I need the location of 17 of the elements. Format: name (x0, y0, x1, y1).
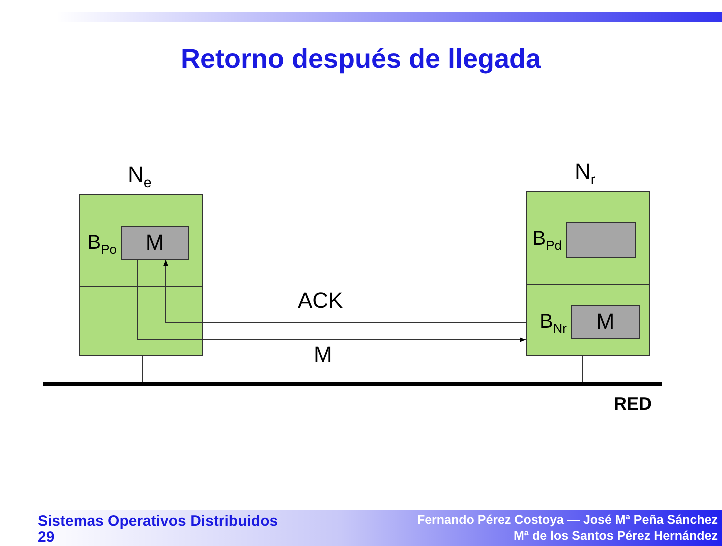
buffer-name: B$_{Po}$ (88, 233, 117, 256)
buffer-name: B$_{Nr}$ (540, 312, 567, 335)
footer-text: Fernando Pérez Costoya — José Mª Peña Sánchez (417, 514, 718, 526)
edge-label: M (314, 342, 332, 368)
buffer-content: M (596, 309, 615, 335)
node-name: N$_{r}$ (575, 161, 596, 188)
network-name: RED (614, 394, 652, 415)
buffer-content: M (146, 230, 164, 256)
node-name: N$_{e}$ (128, 164, 152, 191)
slide-title: Retorno después de llegada (180, 44, 542, 75)
arrow (164, 260, 526, 324)
page-number: 29 (38, 530, 55, 545)
footer-text: Sistemas Operativos Distribuidos (38, 514, 278, 529)
buffer-name: B$_{Pd}$ (532, 229, 562, 252)
edge-label: ACK (298, 288, 344, 314)
footer-text: Mª de los Santos Pérez Hernández (514, 530, 718, 542)
arrow (138, 260, 526, 342)
